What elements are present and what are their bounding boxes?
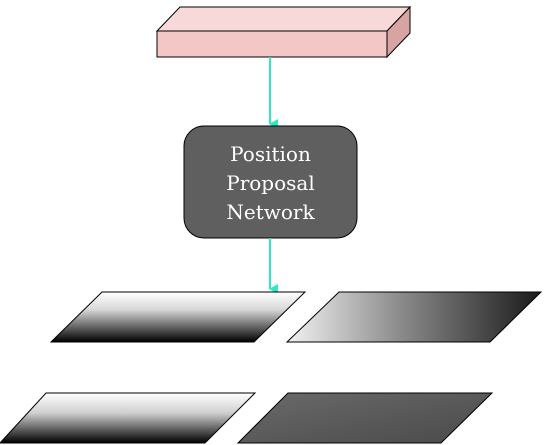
position-proposal-network-node: Position Proposal Network <box>183 125 358 239</box>
input-block-front-face <box>156 30 388 58</box>
network-node-label-line-3: Network <box>226 200 315 224</box>
network-node-label-line-1: Position <box>230 142 311 166</box>
output-map-bottom-right <box>236 392 494 444</box>
output-map-top-left <box>49 291 307 343</box>
input-feature-block <box>155 5 412 59</box>
output-map-bottom-left <box>0 392 257 444</box>
output-map-top-right <box>285 291 543 343</box>
network-node-label-line-2: Proposal <box>226 171 315 195</box>
input-block-top-face <box>155 6 412 32</box>
